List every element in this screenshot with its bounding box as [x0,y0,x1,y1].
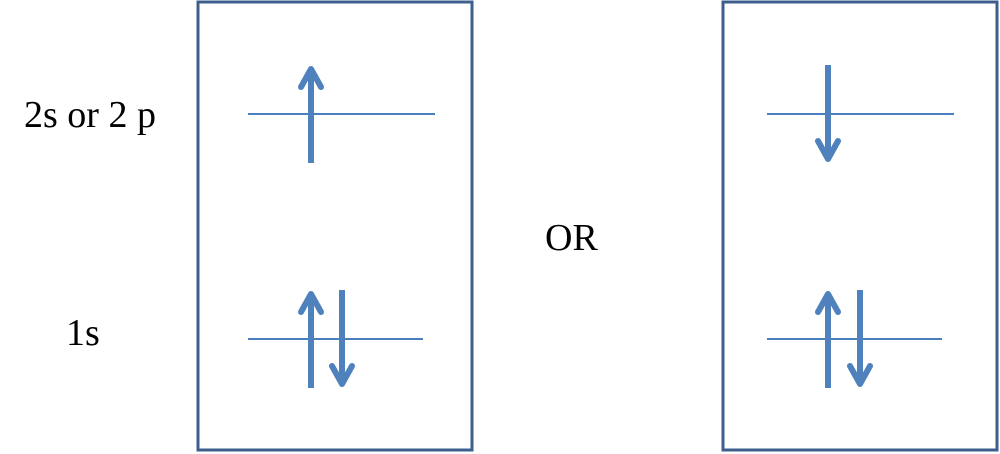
configuration-2-lower-down-arrow [847,290,873,387]
arrow-head [815,138,841,162]
configuration-1-upper-up-arrow [298,66,324,163]
arrow-head [847,363,873,387]
label-or: OR [545,217,598,259]
label-lower-level: 1s [66,312,100,354]
arrow-head [815,291,841,315]
arrow-head [298,291,324,315]
configuration-2-lower-up-arrow [815,291,841,388]
label-upper-level: 2s or 2 p [24,94,156,136]
configuration-1 [196,0,474,452]
configuration-2-upper-down-arrow [815,65,841,162]
configuration-1-lower-up-arrow [298,291,324,388]
arrow-head [298,66,324,90]
configuration-1-box [196,0,474,452]
configuration-2-box [721,0,999,452]
arrow-head [329,363,355,387]
configuration-2 [721,0,999,452]
configuration-1-lower-down-arrow [329,290,355,387]
